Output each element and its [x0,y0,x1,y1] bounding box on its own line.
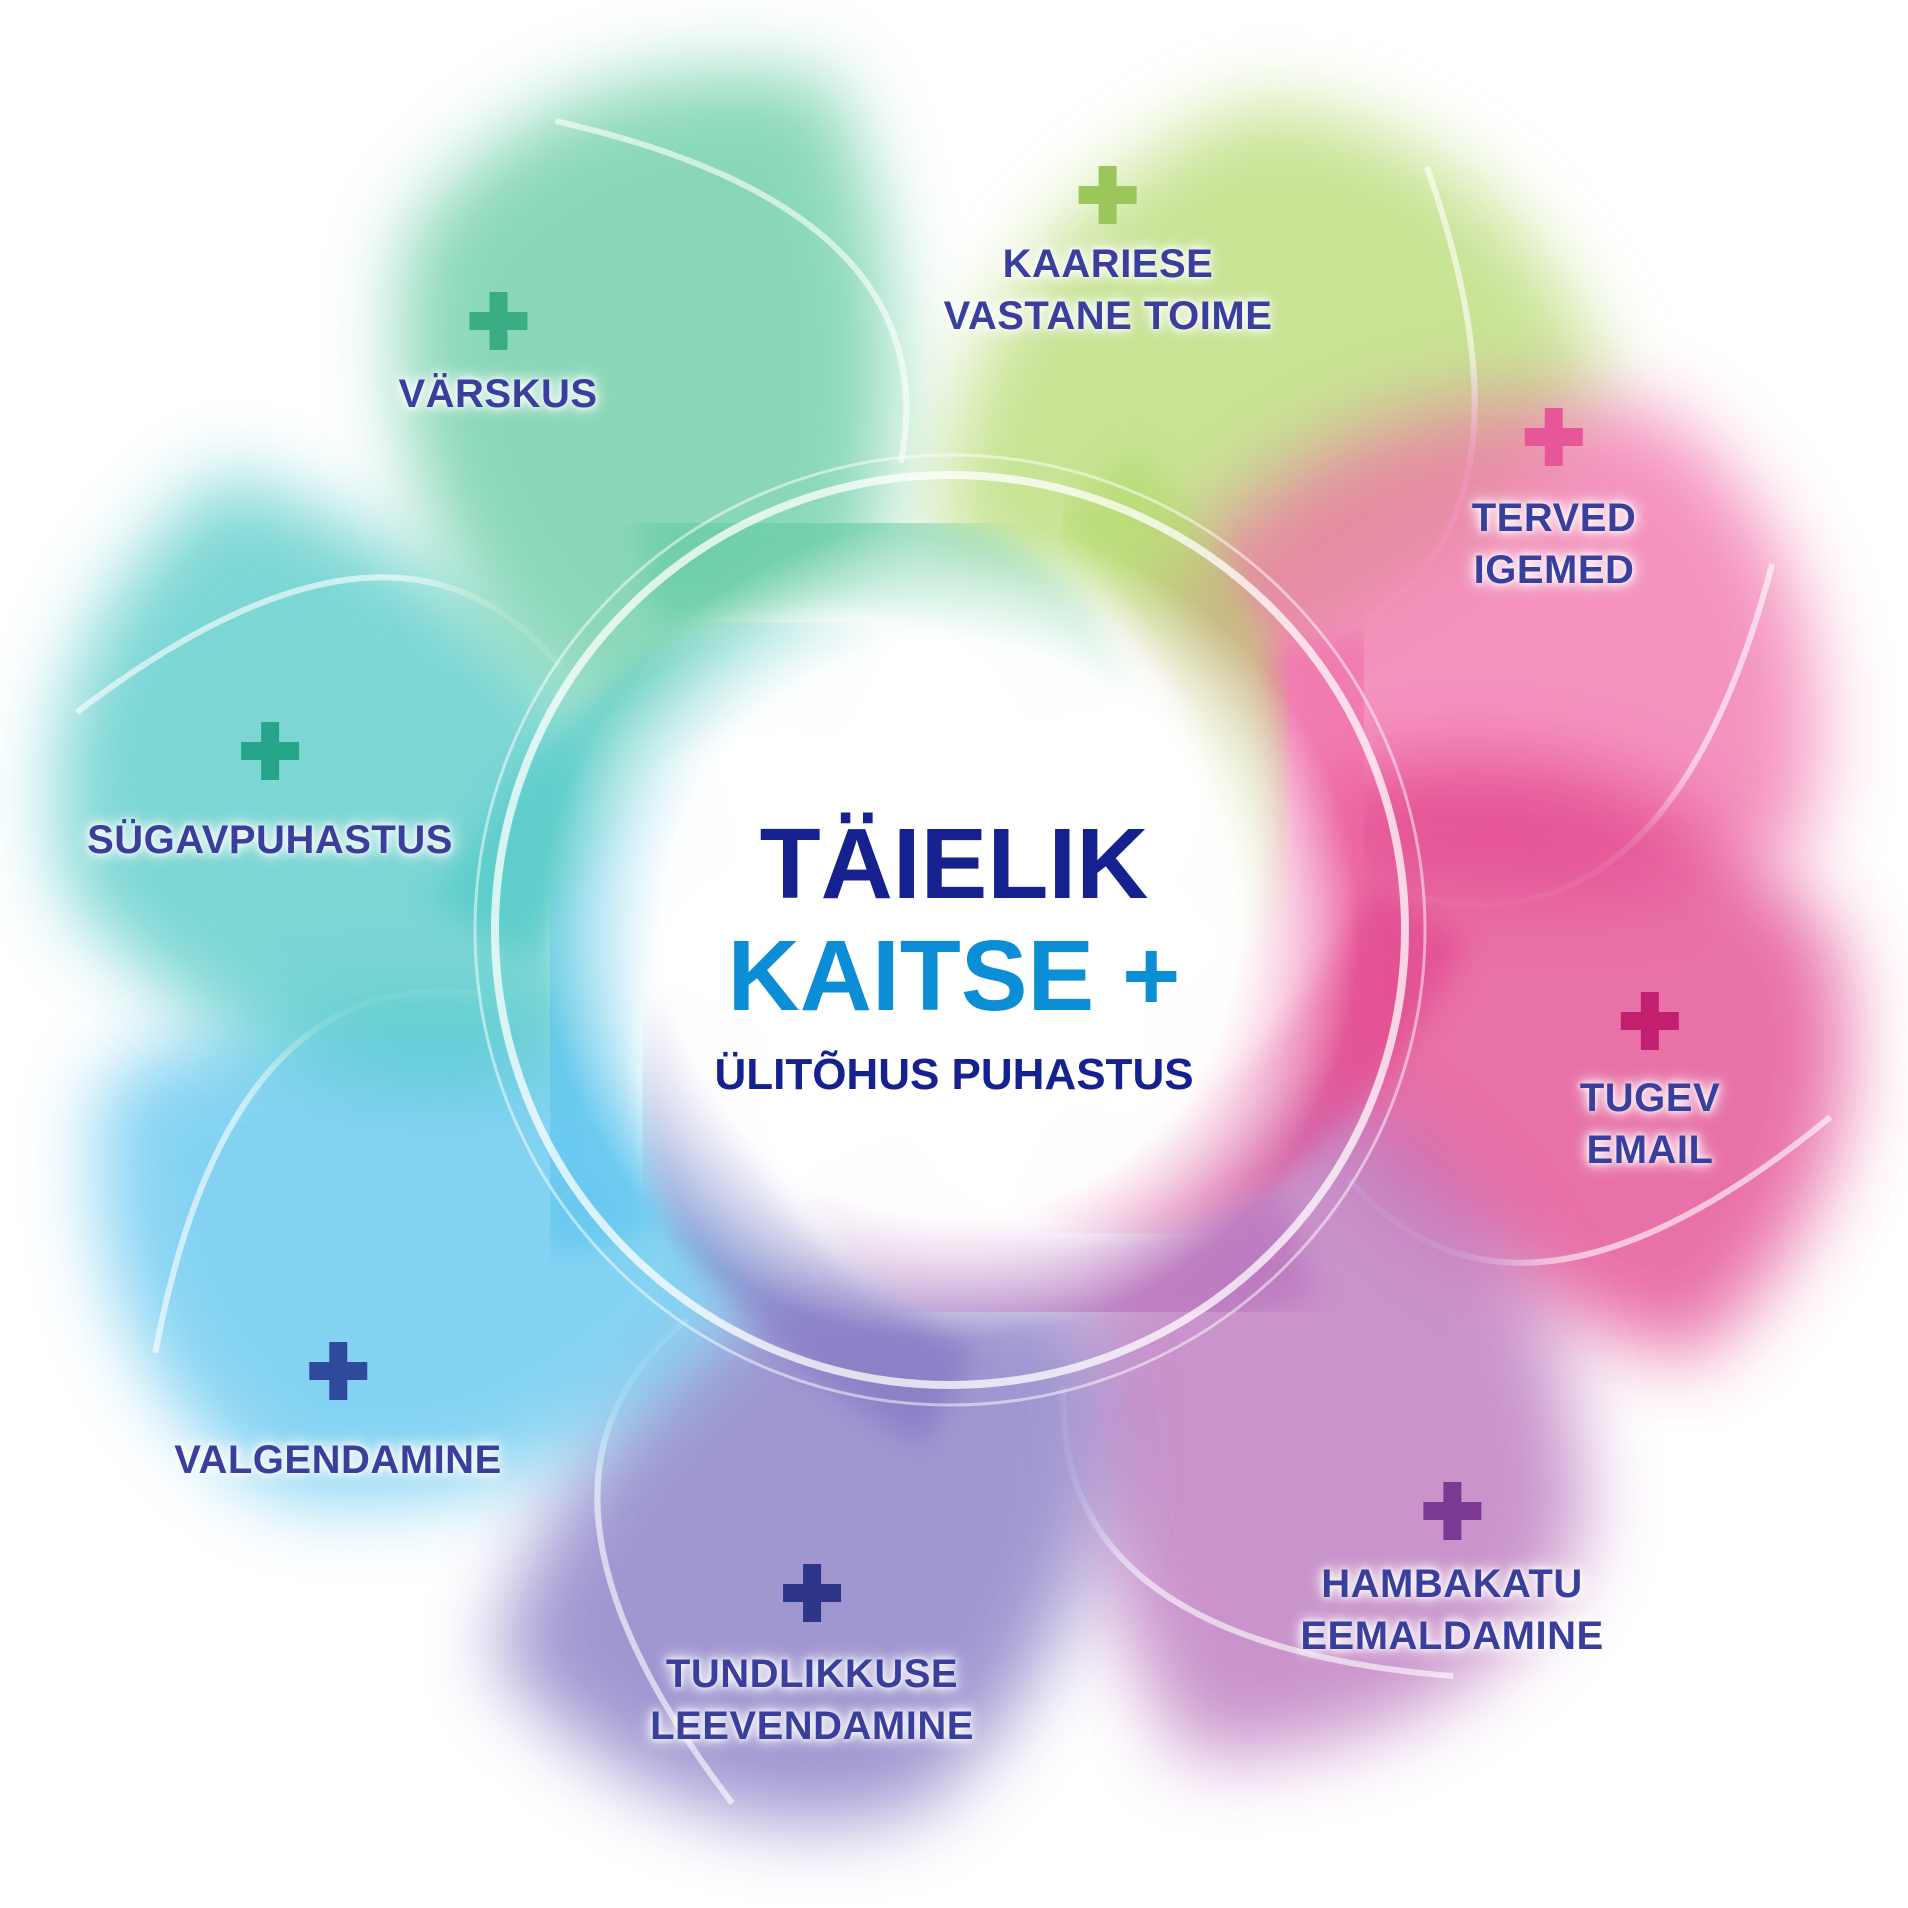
benefit-label: SÜGAVPUHASTUS [87,818,453,862]
benefit-label: KAARIESE VASTANE TOIME [943,242,1273,338]
highlight-line-7 [554,118,910,464]
benefit-sugavpuhastus: SÜGAVPUHASTUS [87,718,453,866]
center-title: TÄIELIK KAITSE + ÜLITÕHUS PUHASTUS [714,808,1193,1104]
benefit-label: VÄRSKUS [398,372,598,416]
title-line-kaitse: KAITSE + [727,920,1181,1032]
benefit-label: HAMBAKATU EEMALDAMINE [1300,1562,1604,1658]
benefit-label: TUGEV EMAIL [1579,1076,1721,1172]
center-disc [540,520,1360,1340]
subtitle-ulitohus-puhastus: ÜLITÕHUS PUHASTUS [714,1050,1194,1099]
benefit-tugev-email: TUGEV EMAIL [1580,988,1720,1176]
plus-icon [1525,408,1583,466]
title-line-taielik: TÄIELIK [759,808,1149,920]
plus-icon [469,292,527,350]
benefit-label: VALGENDAMINE [174,1438,502,1482]
center-ring-outer [473,453,1427,1407]
plus-icon [783,1564,841,1622]
center-ring [491,471,1409,1389]
plus-icon [1079,166,1137,224]
benefit-tundlikkuse-leevendamine: TUNDLIKKUSE LEEVENDAMINE [650,1560,974,1752]
benefit-terved-igemed: TERVED IGEMED [1472,404,1637,596]
plus-icon [308,1342,367,1400]
plus-icon [240,722,299,780]
benefit-varskus: VÄRSKUS [398,288,597,420]
benefit-label: TUNDLIKKUSE LEEVENDAMINE [650,1652,974,1748]
plus-icon [1423,1482,1481,1540]
benefit-valgendamine: VALGENDAMINE [174,1338,501,1486]
plus-icon [1620,992,1679,1050]
benefit-hambakatu-eemaldamine: HAMBAKATU EEMALDAMINE [1300,1478,1603,1662]
benefit-label: TERVED IGEMED [1471,496,1637,592]
benefit-kaariese-vastane-toime: KAARIESE VASTANE TOIME [944,162,1273,342]
